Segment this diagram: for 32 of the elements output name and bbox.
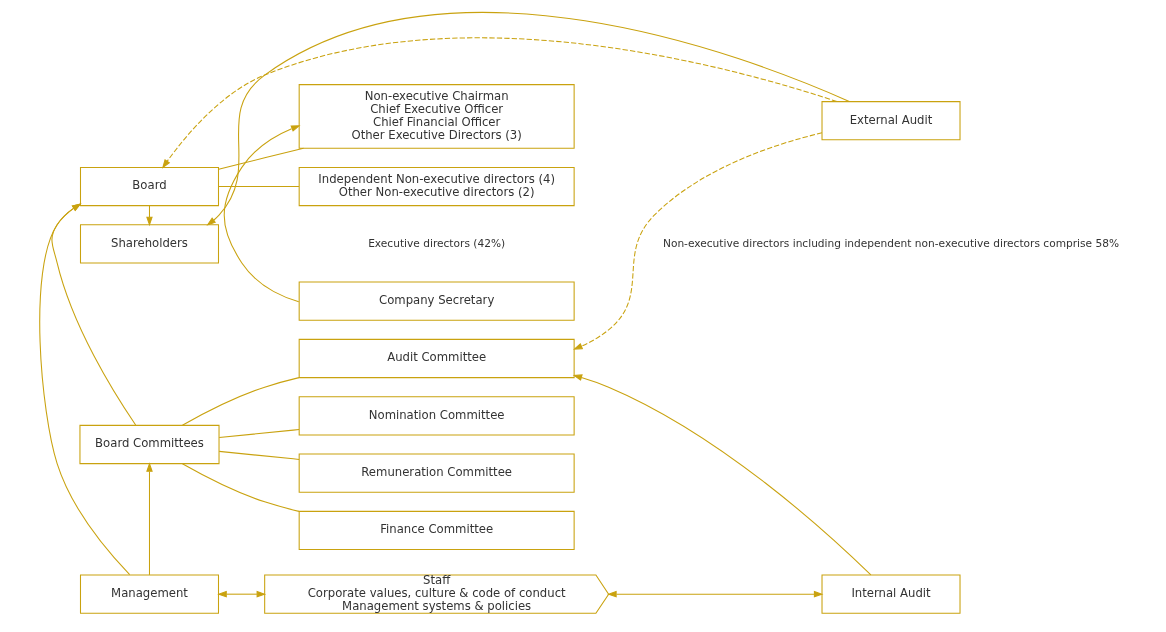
arrow (38, 203, 130, 576)
label: Non-executive directors including independent non-executive directors comprise 58% (662, 236, 1119, 250)
connector (218, 450, 300, 460)
node-box: Board Committees (78, 424, 220, 465)
node-box: Non-executive Chairman Chief Executive Officer Chief Financial Officer Other Executive Directors (3) (298, 84, 575, 149)
connector (217, 186, 300, 188)
arrow (145, 205, 153, 227)
node-box: Audit Committee (298, 338, 575, 379)
arrow (216, 590, 266, 598)
label: Executive directors (42%) (367, 236, 505, 250)
arrow (223, 125, 301, 303)
node-box: Internal Audit (821, 574, 961, 614)
node-box: Finance Committee (298, 510, 575, 551)
node-box: Board (79, 166, 219, 207)
arrow (205, 12, 850, 226)
arrow (50, 203, 136, 426)
node-box: Management (79, 574, 219, 614)
arrow (145, 462, 153, 576)
arrow (161, 37, 837, 169)
node-box: Company Secretary (298, 281, 575, 321)
connector (181, 377, 299, 426)
node-box: Nomination Committee (298, 396, 575, 436)
node-box: External Audit (821, 101, 961, 141)
node-box: Shareholders (79, 224, 219, 264)
arrow (572, 132, 822, 350)
node-box: Independent Non-executive directors (4) Other Non-executive directors (2) (298, 166, 575, 207)
connector (217, 147, 304, 170)
connector (218, 429, 300, 439)
connector (181, 463, 299, 512)
arrow (572, 374, 871, 576)
node-box: Remuneration Committee (298, 453, 575, 493)
arrow (606, 590, 823, 598)
